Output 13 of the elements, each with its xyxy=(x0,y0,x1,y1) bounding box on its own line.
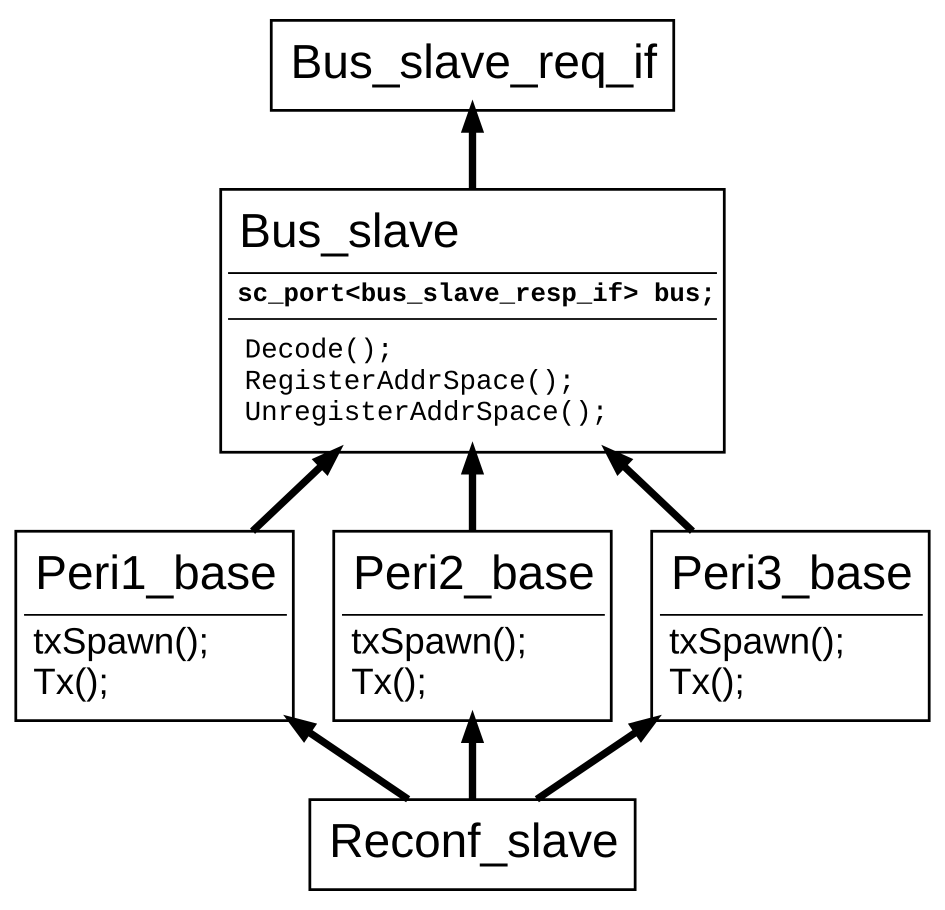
node-box: Peri1_base txSpawn(); Tx(); xyxy=(14,530,295,722)
node-box: Bus_slave_req_if xyxy=(270,18,676,112)
arrow xyxy=(460,100,484,190)
node-box: Bus_slave sc_port<bus_slave_resp_if> bus; Decode(); RegisterAddrSpace(); UnregisterAddrSpace(); xyxy=(219,188,726,454)
arrow xyxy=(460,441,484,532)
arrow xyxy=(283,714,410,802)
arrow xyxy=(601,444,695,534)
node-box: Reconf_slave xyxy=(308,798,637,892)
node-box: Peri2_base txSpawn(); Tx(); xyxy=(332,530,613,722)
arrow xyxy=(460,710,484,800)
arrow xyxy=(534,714,662,802)
node-box: Peri3_base txSpawn(); Tx(); xyxy=(650,530,931,722)
arrow xyxy=(250,444,344,534)
